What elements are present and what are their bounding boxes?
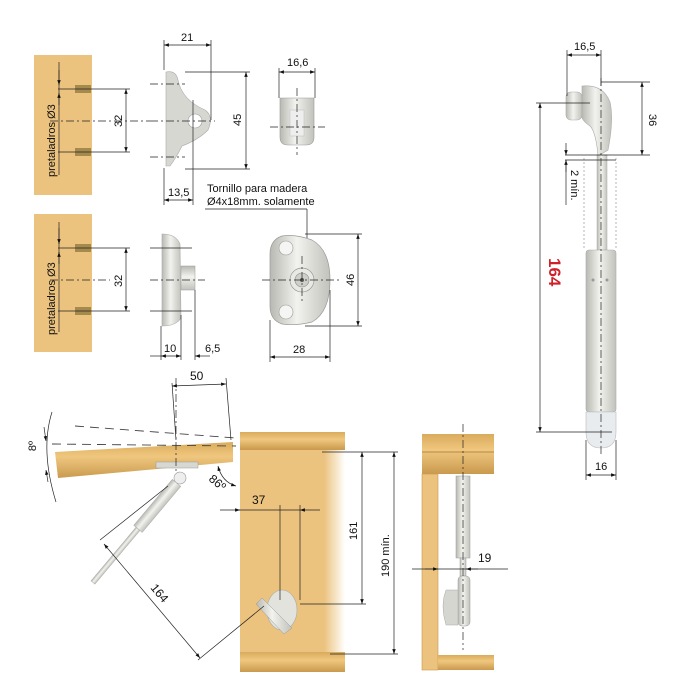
flap-door xyxy=(55,442,233,478)
dim-section-offset: 19 xyxy=(478,551,492,565)
dim-end-width: 16,6 xyxy=(287,57,308,69)
dim-hole-spacing: 32 xyxy=(113,275,125,287)
dim-open-angle: 86º xyxy=(206,472,229,495)
strut-side-view-group: 16,5 36 2 mín. 164 16 xyxy=(536,41,658,480)
section-view-group: 19 xyxy=(412,424,508,671)
screw-note-line1: Tornillo para madera xyxy=(207,183,308,195)
cabinet-side-panel xyxy=(240,432,345,672)
board-label: pretaladros Ø3 xyxy=(46,262,58,335)
dim-strut-length: 164 xyxy=(545,258,564,287)
section-bottom-panel xyxy=(438,655,494,670)
screw-note-line2: Ø4x18mm. solamente xyxy=(207,196,315,208)
strut-cylinder-perspective xyxy=(133,479,182,533)
dim-tilt-angle: 8º xyxy=(27,441,39,451)
dim-plate-height: 46 xyxy=(345,274,357,286)
cabinet-bottom-edge xyxy=(240,652,345,672)
section-mount-plate xyxy=(442,589,459,626)
dim-flap-offset: 50 xyxy=(190,369,204,383)
dim-height: 45 xyxy=(232,114,244,126)
dim-width: 21 xyxy=(181,32,193,44)
dim-body-depth: 10 xyxy=(164,343,176,355)
section-strut-end xyxy=(457,575,471,627)
dim-head-height: 36 xyxy=(646,114,658,126)
dim-strut-length-installed: 164 xyxy=(148,581,172,606)
top-bracket-group: pretaladros Ø3 32 21 45 13,5 16,6 Tornil… xyxy=(34,32,325,242)
screw-hole xyxy=(278,304,294,320)
screw-hole xyxy=(278,240,294,256)
dim-head-width: 16,5 xyxy=(574,41,595,53)
dim-plate-width: 28 xyxy=(293,344,305,356)
section-top-panel xyxy=(422,434,494,474)
dim-hole-spacing: 32 xyxy=(113,115,125,127)
dim-offset: 13,5 xyxy=(168,187,189,199)
wood-board xyxy=(34,214,92,352)
dim-clearance: 2 mín. xyxy=(568,170,580,201)
strut-head xyxy=(581,85,612,157)
dim-boss-depth: 6,5 xyxy=(205,343,220,355)
strut-rod xyxy=(596,154,608,251)
dim-mount-offset: 37 xyxy=(252,493,266,507)
strut-rod-perspective xyxy=(90,526,141,585)
wood-board xyxy=(34,55,92,195)
dim-mount-height: 161 xyxy=(348,522,360,540)
board-label: pretaladros Ø3 xyxy=(46,104,58,177)
dim-min-height: 190 mín. xyxy=(380,534,392,577)
mid-bracket-group: pretaladros Ø3 32 10 6,5 46 28 xyxy=(34,214,362,362)
dim-tip-width: 16 xyxy=(595,461,607,473)
strut-head-cap xyxy=(565,91,583,121)
section-side-panel xyxy=(421,473,439,671)
installation-view-group: 50 8º 86º 164 37 161 190 mín. xyxy=(27,369,398,672)
cabinet-top-edge xyxy=(240,432,345,450)
